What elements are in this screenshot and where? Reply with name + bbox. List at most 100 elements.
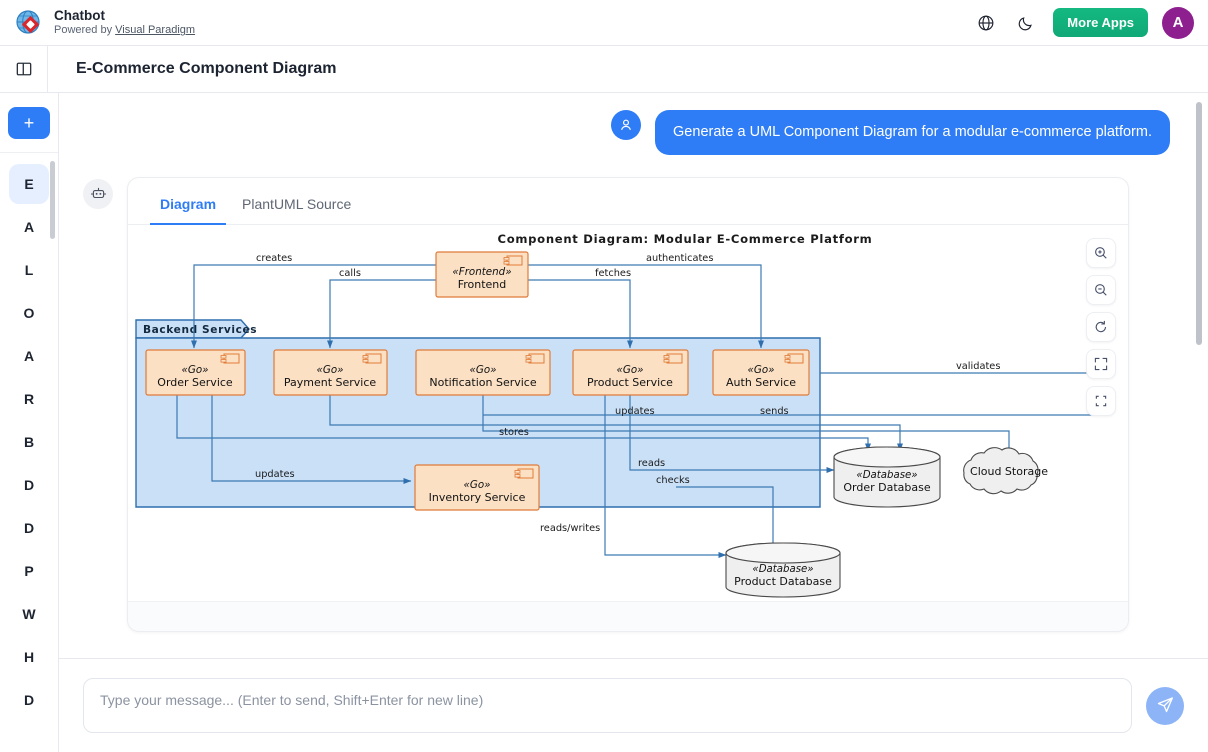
edge-labels: creates calls authenticates fetches vali… <box>255 253 1000 534</box>
edge-label-updates-left: updates <box>255 469 295 480</box>
expand-icon[interactable] <box>1086 348 1116 379</box>
component-inventory-service[interactable]: «Go» Inventory Service <box>414 464 540 511</box>
package-label: Backend Services <box>143 324 257 336</box>
app-title: Chatbot <box>54 7 105 23</box>
sidebar-divider <box>0 152 58 153</box>
sidebar-item-1[interactable]: A <box>23 219 35 235</box>
sidebar-item-12[interactable]: D <box>23 692 35 708</box>
database-order-database[interactable]: «Database» Order Database <box>833 446 941 508</box>
card-footer <box>128 600 1128 631</box>
visual-paradigm-link[interactable]: Visual Paradigm <box>115 24 196 37</box>
powered-by: Powered by Visual Paradigm <box>54 24 195 37</box>
database-name: Product Database <box>734 575 832 588</box>
sidebar-item-8[interactable]: D <box>23 520 35 536</box>
panel-toggle-icon[interactable] <box>0 46 48 92</box>
sidebar-item-11[interactable]: H <box>23 649 35 665</box>
reset-rotate-icon[interactable] <box>1086 311 1116 342</box>
diagram-title: Component Diagram: Modular E-Commerce Pl… <box>498 232 873 246</box>
component-stereotype: «Go» <box>182 364 209 376</box>
sidebar-item-5[interactable]: R <box>23 391 35 407</box>
edge-label-sends: sends <box>760 406 789 417</box>
component-stereotype: «Go» <box>617 364 644 376</box>
component-name: Frontend <box>458 278 507 291</box>
edge-label-calls: calls <box>339 268 361 279</box>
cloud-label: Cloud Storage <box>970 465 1048 478</box>
sidebar-scrollbar[interactable] <box>50 161 55 239</box>
brand: Chatbot Powered by Visual Paradigm <box>14 8 195 38</box>
top-bar: Chatbot Powered by Visual Paradigm More … <box>0 0 1208 46</box>
edge-label-checks: checks <box>656 475 690 486</box>
user-message-row: Generate a UML Component Diagram for a m… <box>59 93 1208 155</box>
edge-label-updates-right: updates <box>615 406 655 417</box>
component-stereotype: «Go» <box>470 364 497 376</box>
diagram-canvas[interactable]: Component Diagram: Modular E-Commerce Pl… <box>128 224 1128 601</box>
assistant-message-row: Diagram PlantUML Source <box>59 155 1208 632</box>
database-stereotype: «Database» <box>856 470 917 481</box>
globe-diamond-logo-icon <box>14 8 44 38</box>
sidebar-item-3[interactable]: O <box>23 305 35 321</box>
component-auth-service[interactable]: «Go» Auth Service <box>712 349 810 396</box>
edge-label-creates: creates <box>256 253 292 264</box>
component-product-service[interactable]: «Go» Product Service <box>572 349 689 396</box>
new-chat-button[interactable]: + <box>8 107 50 139</box>
sub-header: E-Commerce Component Diagram <box>0 46 1208 93</box>
tab-plantuml-source[interactable]: PlantUML Source <box>242 195 352 212</box>
moon-icon[interactable] <box>1013 10 1039 36</box>
composer <box>59 658 1208 752</box>
diagram-card: Diagram PlantUML Source <box>127 176 1129 632</box>
cloud-storage-node[interactable]: Cloud Storage <box>963 446 1049 495</box>
sidebar-item-10[interactable]: W <box>22 606 36 622</box>
sidebar-item-4[interactable]: A <box>23 348 35 364</box>
component-name: Order Service <box>157 376 233 389</box>
edge-label-stores: stores <box>499 427 529 438</box>
database-name: Order Database <box>843 481 930 494</box>
tab-diagram[interactable]: Diagram <box>150 188 227 225</box>
zoom-out-icon[interactable] <box>1086 274 1116 305</box>
sidebar-item-7[interactable]: D <box>23 477 35 493</box>
chat-scrollbar[interactable] <box>1196 102 1202 345</box>
component-stereotype: «Frontend» <box>452 266 511 278</box>
component-name: Notification Service <box>429 376 536 389</box>
avatar[interactable]: A <box>1162 6 1194 39</box>
component-stereotype: «Go» <box>464 479 491 491</box>
database-product-database[interactable]: «Database» Product Database <box>725 542 841 598</box>
fullscreen-icon[interactable] <box>1086 385 1116 416</box>
edge-label-authenticates: authenticates <box>646 253 713 264</box>
uml-component-diagram: Component Diagram: Modular E-Commerce Pl… <box>135 232 1106 598</box>
component-notification-service[interactable]: «Go» Notification Service <box>415 349 551 396</box>
edge-label-validates: validates <box>956 361 1000 372</box>
sidebar-item-2[interactable]: L <box>24 262 34 278</box>
page-title: E-Commerce Component Diagram <box>76 60 337 77</box>
component-name: Inventory Service <box>429 491 526 504</box>
edge-label-reads: reads <box>638 458 665 469</box>
component-payment-service[interactable]: «Go» Payment Service <box>273 349 388 396</box>
connector-lines <box>176 264 1106 558</box>
globe-icon[interactable] <box>973 10 999 36</box>
edge-label-reads-writes: reads/writes <box>540 523 600 534</box>
sidebar-item-9[interactable]: P <box>24 563 34 579</box>
component-name: Product Service <box>587 376 673 389</box>
edge-label-fetches: fetches <box>595 268 631 279</box>
component-order-service[interactable]: «Go» Order Service <box>145 349 246 396</box>
sidebar-item-6[interactable]: B <box>23 434 35 450</box>
more-apps-button[interactable]: More Apps <box>1053 8 1148 37</box>
chat-area: Generate a UML Component Diagram for a m… <box>59 93 1208 658</box>
send-button[interactable] <box>1146 686 1184 725</box>
message-input[interactable] <box>83 678 1132 733</box>
sidebar-item-0[interactable]: E <box>9 164 49 204</box>
powered-by-prefix: Powered by <box>54 24 116 37</box>
diagram-toolbar <box>1086 237 1116 416</box>
brand-text: Chatbot Powered by Visual Paradigm <box>54 8 195 37</box>
user-message-bubble: Generate a UML Component Diagram for a m… <box>655 110 1170 155</box>
component-frontend[interactable]: «Frontend» Frontend <box>435 251 529 298</box>
component-stereotype: «Go» <box>748 364 775 376</box>
zoom-in-icon[interactable] <box>1086 237 1116 268</box>
database-stereotype: «Database» <box>752 564 813 575</box>
robot-icon <box>83 178 113 209</box>
card-tabs: Diagram PlantUML Source <box>128 178 1128 225</box>
component-name: Auth Service <box>726 376 796 389</box>
send-icon <box>1156 695 1175 717</box>
